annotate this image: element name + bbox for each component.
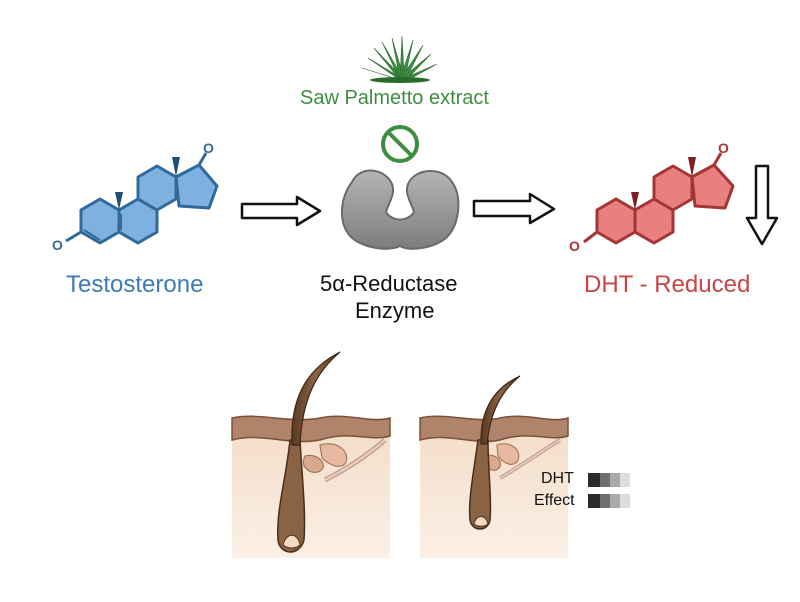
effect-level-bar	[588, 494, 630, 508]
hair-follicle-before	[231, 351, 391, 558]
enzyme-shape	[341, 169, 460, 250]
product-label: DHT - Reduced	[584, 271, 751, 298]
arrow-to-dht	[472, 192, 556, 225]
testosterone-molecule: O O	[52, 140, 219, 253]
dht-molecule: O O	[569, 140, 735, 254]
prohibition-icon	[381, 125, 419, 163]
svg-text:O: O	[203, 140, 214, 156]
arrow-to-enzyme	[240, 195, 322, 227]
enzyme-label-line1: 5α-Reductase	[320, 271, 458, 296]
dht-scale-label: DHT	[541, 470, 574, 487]
down-arrow-icon	[745, 164, 779, 246]
svg-text:O: O	[52, 237, 63, 253]
inhibitor-label: Saw Palmetto extract	[300, 87, 489, 109]
substrate-label: Testosterone	[66, 271, 204, 298]
effect-scale-label: Effect	[534, 492, 575, 509]
dht-level-bar	[588, 473, 630, 487]
svg-text:O: O	[569, 238, 580, 254]
svg-text:O: O	[718, 140, 729, 156]
saw-palmetto-plant-icon	[361, 35, 438, 83]
hair-follicle-after	[419, 375, 569, 558]
enzyme-label-line2: Enzyme	[355, 298, 435, 323]
